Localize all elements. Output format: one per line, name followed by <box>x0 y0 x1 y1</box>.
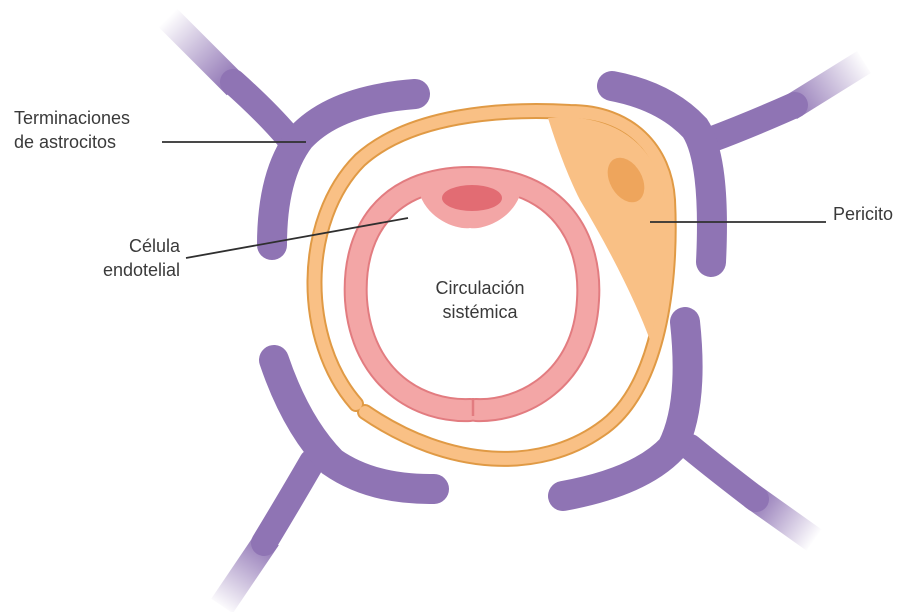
endothelial-cell-label-line1: Célula <box>94 234 180 258</box>
pericyte-label: Pericito <box>833 202 893 226</box>
astrocyte-endings-label-line1: Terminaciones <box>14 106 130 130</box>
endothelial-nucleus <box>442 185 502 211</box>
systemic-circulation-label-line1: Circulación <box>400 276 560 300</box>
systemic-circulation-label: Circulación sistémica <box>400 276 560 324</box>
pericyte-label-text: Pericito <box>833 202 893 226</box>
astrocyte-endings-label-line2: de astrocitos <box>14 130 130 154</box>
systemic-circulation-label-line2: sistémica <box>400 300 560 324</box>
endothelial-cell-label: Célula endotelial <box>94 234 180 282</box>
endothelial-cell-label-line2: endotelial <box>94 258 180 282</box>
astrocyte-endings-label: Terminaciones de astrocitos <box>14 106 130 154</box>
